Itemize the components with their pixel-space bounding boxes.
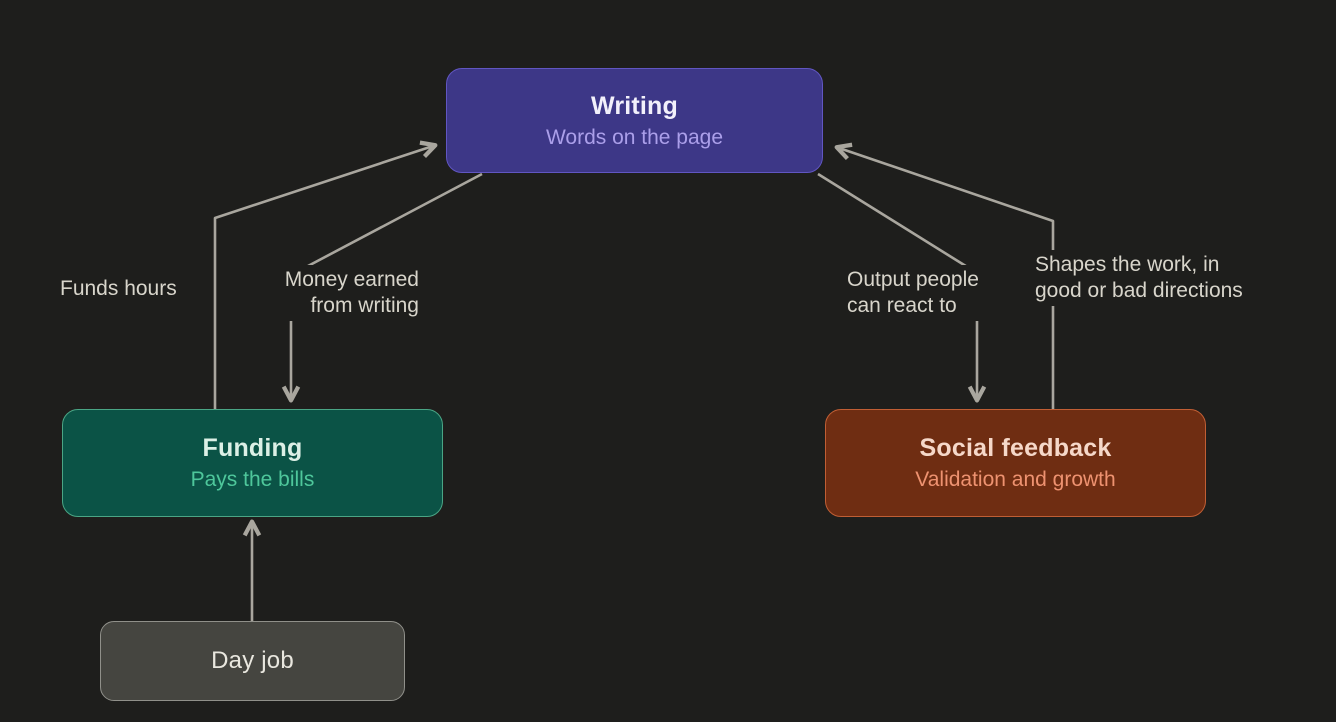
edge-label-text: good or bad directions [1035,279,1243,302]
edge-label-text: Funds hours [60,277,177,300]
edge-label-text: can react to [847,294,957,317]
edge-label-text: Shapes the work, in [1035,253,1220,276]
edge-funds-hours-arrow [213,140,438,409]
edge-label-shapes-work: Shapes the work, in good or bad directio… [1031,250,1247,306]
edge-label-text: Money earned [284,268,419,291]
edge-label-funds-hours: Funds hours [56,274,181,304]
edge-label-text: Output people [847,268,979,291]
edge-label-money-earned: Money earned from writing [280,265,423,321]
node-funding-title: Funding [202,434,303,462]
node-writing-subtitle: Words on the page [545,125,724,149]
node-day-job: Day job [100,621,405,701]
edge-label-output-people: Output people can react to [843,265,983,321]
node-social-feedback-title: Social feedback [919,434,1112,462]
edge-shapes-work-arrow [834,142,1055,409]
node-writing-title: Writing [590,91,679,120]
node-funding-subtitle: Pays the bills [190,468,315,491]
node-social-feedback-subtitle: Validation and growth [915,468,1116,491]
edge-label-text: from writing [310,294,419,317]
node-writing: Writing Words on the page [446,68,823,173]
node-social-feedback: Social feedback Validation and growth [825,409,1206,517]
node-funding: Funding Pays the bills [62,409,443,517]
node-day-job-title: Day job [211,647,294,674]
